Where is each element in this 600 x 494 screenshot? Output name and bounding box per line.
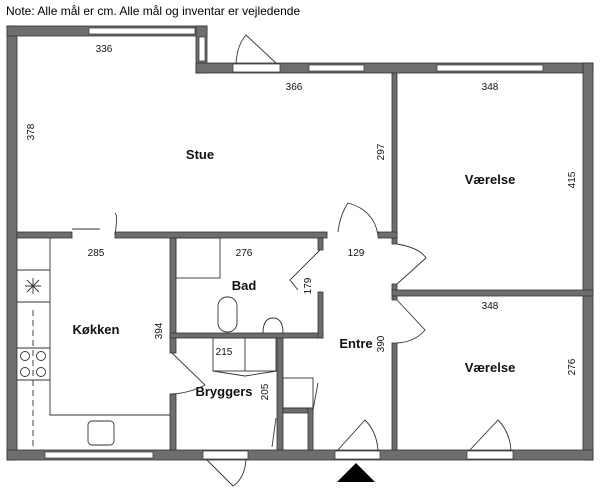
door-swing bbox=[235, 34, 278, 65]
door-swing bbox=[171, 352, 206, 395]
dim-stue-height: 378 bbox=[26, 123, 37, 140]
dim-bad-width: 276 bbox=[236, 248, 253, 259]
wall-stue-vaerelse bbox=[391, 72, 398, 239]
wall-right bbox=[582, 62, 594, 461]
room-labels: Stue Værelse Værelse Bad Køkken Entre Br… bbox=[73, 147, 516, 399]
light-icon bbox=[25, 278, 41, 294]
wall-bad-stub bbox=[317, 237, 324, 251]
washbasin-icon bbox=[262, 317, 284, 334]
counter-dividers bbox=[17, 269, 50, 381]
room-label-vaerelse-1: Værelse bbox=[465, 172, 516, 187]
wall-bryggers-right bbox=[276, 337, 284, 451]
dim-bryggers-height: 205 bbox=[260, 383, 271, 400]
window bbox=[198, 36, 206, 62]
door-swing bbox=[289, 249, 321, 291]
washer-divider bbox=[212, 338, 278, 377]
wall-vaerelse-divider bbox=[391, 289, 594, 297]
door-swing bbox=[205, 458, 247, 487]
wall-entre-vaerelse bbox=[391, 342, 398, 451]
dim-kokken-height: 394 bbox=[154, 322, 165, 339]
entrance-arrow-icon bbox=[337, 463, 375, 482]
wall-bad-bottom bbox=[169, 332, 324, 339]
dim-stue-width2: 366 bbox=[286, 82, 303, 93]
wall-bad-right bbox=[317, 291, 324, 339]
closet-door bbox=[271, 382, 319, 448]
door-swing bbox=[468, 419, 512, 452]
wall-stue-bad bbox=[114, 231, 328, 239]
door-swing bbox=[336, 419, 379, 452]
sink-icon bbox=[87, 420, 115, 446]
dim-entre-height: 390 bbox=[376, 335, 387, 352]
wall-closet-side bbox=[307, 407, 314, 451]
door-swing bbox=[337, 202, 379, 236]
door-opening bbox=[334, 450, 381, 460]
toilet-icon bbox=[217, 296, 238, 333]
kitchen-counter bbox=[49, 238, 170, 416]
wall-stue-kokken bbox=[16, 231, 73, 239]
door-swing bbox=[396, 299, 426, 344]
door-opening bbox=[202, 450, 249, 460]
stove-burner-icon bbox=[20, 367, 30, 377]
washer-area bbox=[212, 337, 277, 372]
room-label-bad: Bad bbox=[232, 278, 257, 293]
door-swing bbox=[396, 243, 427, 285]
stove-burner-icon bbox=[20, 351, 30, 361]
wall-entre-stub bbox=[391, 237, 398, 245]
dimension-labels: 336 366 378 297 348 415 348 276 285 394 … bbox=[26, 44, 578, 400]
dim-entre-width: 129 bbox=[348, 248, 365, 259]
dim-vaerelse2-width: 348 bbox=[482, 301, 499, 312]
room-label-kokken: Køkken bbox=[73, 322, 120, 337]
wall-kokken-bad bbox=[169, 237, 177, 354]
wall-bottom bbox=[6, 449, 594, 461]
closet bbox=[282, 377, 314, 409]
opening bbox=[72, 212, 117, 236]
doors bbox=[72, 34, 514, 487]
room-label-vaerelse-2: Værelse bbox=[465, 360, 516, 375]
plan-note: Note: Alle mål er cm. Alle mål og invent… bbox=[6, 4, 301, 18]
stove-burner-icon bbox=[36, 367, 46, 377]
dim-vaerelse1-height: 415 bbox=[567, 171, 578, 188]
windows bbox=[44, 27, 544, 459]
room-label-bryggers: Bryggers bbox=[195, 384, 252, 399]
door-opening bbox=[466, 450, 514, 460]
dim-bad-height: 179 bbox=[303, 277, 314, 294]
window bbox=[88, 27, 196, 35]
window bbox=[44, 451, 154, 459]
room-label-entre: Entre bbox=[339, 336, 372, 351]
window bbox=[308, 64, 365, 72]
dim-stue-right: 297 bbox=[376, 143, 387, 160]
fixtures bbox=[17, 237, 319, 450]
stove-burner-icon bbox=[36, 351, 46, 361]
wall-stue-entre bbox=[377, 231, 398, 239]
wall-left bbox=[6, 25, 18, 461]
dim-stue-width: 336 bbox=[96, 44, 113, 55]
window bbox=[436, 64, 544, 72]
door-opening bbox=[232, 63, 281, 73]
dim-bryggers-width: 215 bbox=[216, 347, 233, 358]
dim-vaerelse2-height: 276 bbox=[567, 358, 578, 375]
dim-kokken-width: 285 bbox=[88, 248, 105, 259]
bathtub-area bbox=[175, 237, 221, 279]
room-label-stue: Stue bbox=[186, 147, 214, 162]
dim-vaerelse1-width: 348 bbox=[482, 82, 499, 93]
wall-kokken-bryggers bbox=[169, 393, 177, 451]
